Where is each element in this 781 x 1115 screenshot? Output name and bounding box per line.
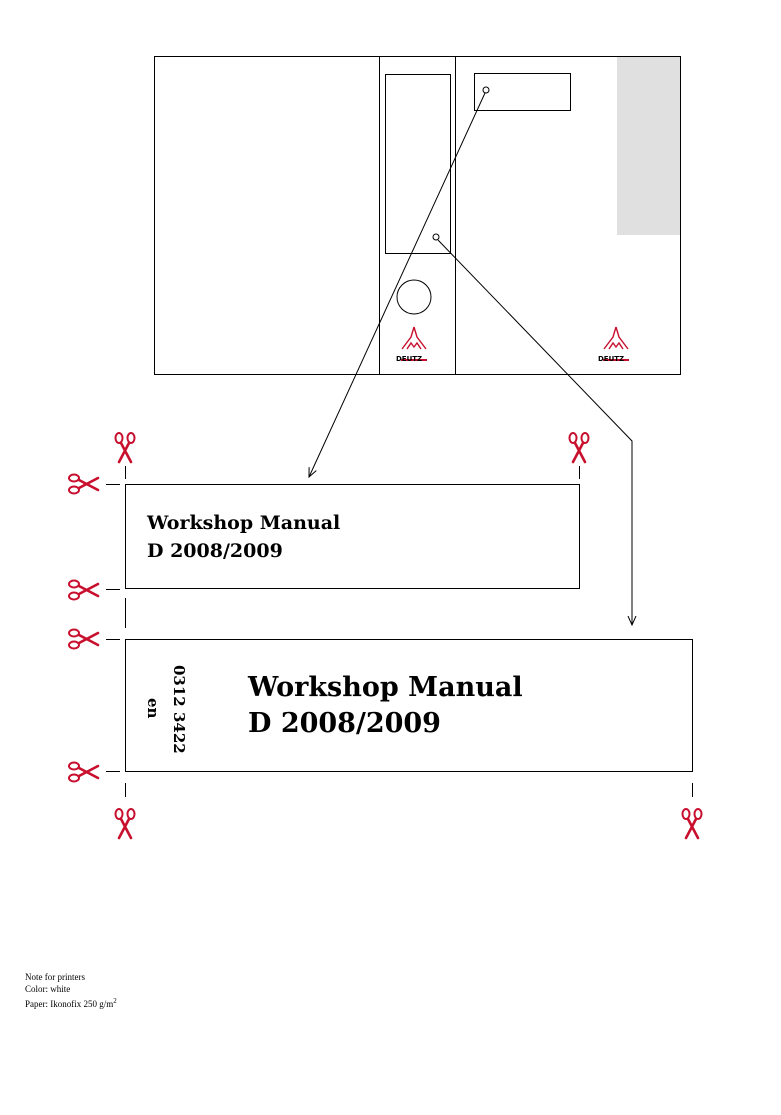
- scissors-icon: [681, 807, 703, 840]
- spine-label-box: [125, 484, 580, 589]
- scissors-icon: [67, 761, 100, 783]
- note-color: Color: white: [25, 984, 71, 994]
- pointer-dot: [432, 233, 440, 241]
- pointer-dot: [482, 86, 490, 94]
- spine-label-title: Workshop Manual D 2008/2009: [147, 509, 340, 565]
- title-line-1: Workshop Manual: [147, 512, 341, 534]
- cut-marks: [106, 466, 693, 797]
- arrow-to-front-label: [437, 239, 632, 625]
- front-label-box: [125, 639, 693, 772]
- deutz-logo-text: DEUTZ: [396, 355, 423, 363]
- note-heading: Note for printers: [25, 972, 85, 982]
- scissors-icon: [67, 579, 100, 601]
- language-code: en: [144, 698, 162, 719]
- title-line-1: Workshop Manual: [248, 672, 523, 703]
- part-number: 0312 3422: [170, 665, 188, 754]
- title-line-2: D 2008/2009: [248, 708, 441, 739]
- scissors-icon: [568, 431, 590, 464]
- binder-outline: [154, 56, 681, 375]
- note-paper-text: Paper: Ikonofix 250 g/m: [25, 999, 114, 1009]
- scissors-icon: [67, 628, 100, 650]
- printer-note: Note for printers Color: white Paper: Ik…: [25, 971, 117, 1010]
- front-label-slot: [474, 73, 571, 111]
- scissors-icon: [114, 807, 136, 840]
- scissors-icon: [114, 431, 136, 464]
- scissors-icon: [67, 473, 100, 495]
- arrow-to-spine-label: [309, 92, 486, 477]
- gray-panel: [617, 57, 680, 235]
- spine-label-slot: [385, 74, 451, 254]
- superscript: 2: [113, 997, 117, 1005]
- finger-hole: [396, 279, 432, 315]
- front-label-title: Workshop Manual D 2008/2009: [248, 670, 523, 742]
- title-line-2: D 2008/2009: [147, 540, 283, 562]
- deutz-logo-text: DEUTZ: [598, 355, 625, 363]
- note-paper: Paper: Ikonofix 250 g/m2: [25, 995, 117, 1010]
